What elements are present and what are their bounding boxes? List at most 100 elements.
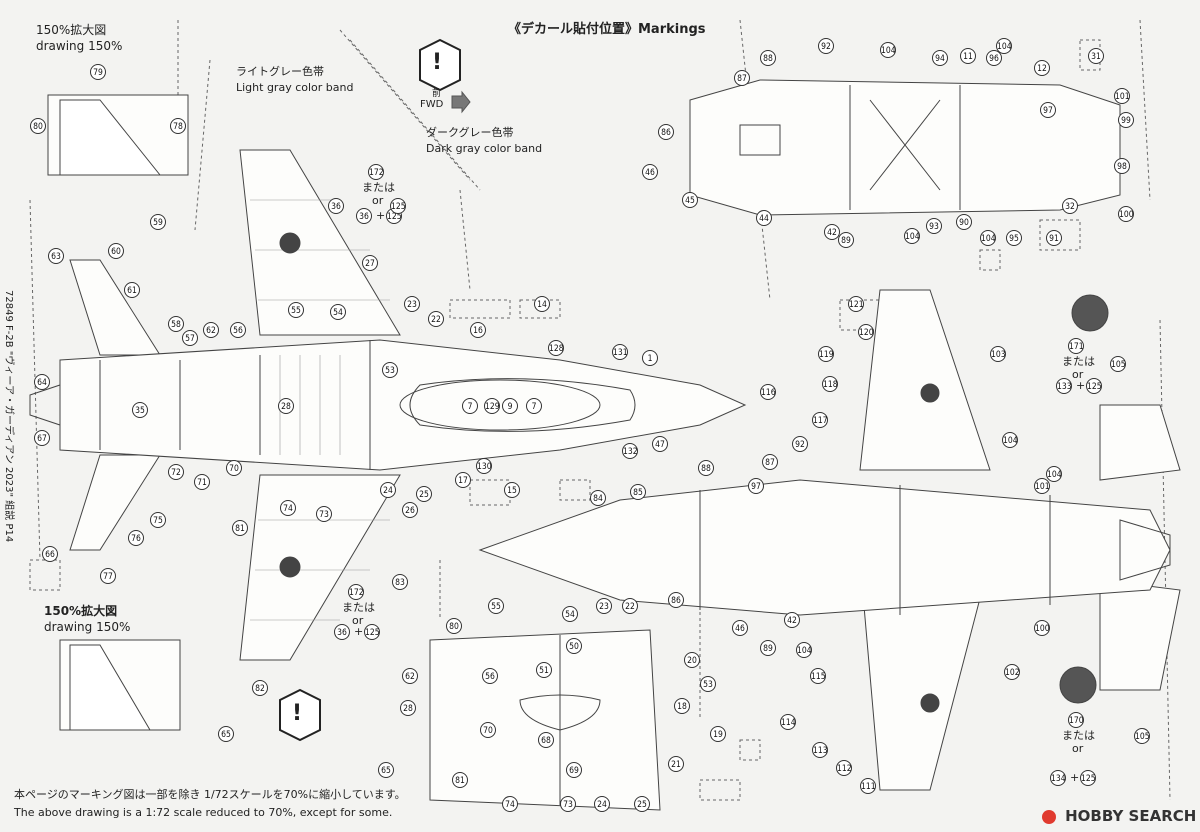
callout-badge: 98 [1114, 158, 1130, 174]
callout-badge: 132 [622, 443, 638, 459]
callout-badge: 80 [446, 618, 462, 634]
callout-badge: 74 [502, 796, 518, 812]
callout-badge: 118 [822, 376, 838, 392]
callout-badge: 47 [652, 436, 668, 452]
callout-badge: 25 [416, 486, 432, 502]
callout-badge: 88 [760, 50, 776, 66]
callout-badge: 20 [684, 652, 700, 668]
alt-right-bottom-or-en: or [1072, 742, 1084, 755]
dark-band-label-en: Dark gray color band [426, 142, 543, 155]
callout-badge: 84 [590, 490, 606, 506]
callout-badge: 89 [838, 232, 854, 248]
callout-badge: 25 [634, 796, 650, 812]
callout-badge: 53 [382, 362, 398, 378]
callout-badge: 102 [1004, 664, 1020, 680]
callout-badge: 64 [34, 374, 50, 390]
callout-badge: 100 [1118, 206, 1134, 222]
callout-badge: 114 [780, 714, 796, 730]
hobbysearch-logo: HOBBY SEARCH [1042, 806, 1196, 825]
callout-badge: 36 [334, 624, 350, 640]
callout-badge: 76 [128, 530, 144, 546]
alt-upper-or-jp: または [362, 181, 395, 194]
callout-badge: 11 [960, 48, 976, 64]
callout-badge: 54 [562, 606, 578, 622]
callout-badge: 24 [594, 796, 610, 812]
callout-badge: 104 [996, 38, 1012, 54]
callout-badge: 83 [392, 574, 408, 590]
footer-note-jp: 本ページのマーキング図は一部を除き 1/72スケールを70%に縮小しています。 [14, 788, 406, 801]
warning-icon-top: ! [432, 50, 443, 75]
callout-badge: 18 [674, 698, 690, 714]
callout-badge: 54 [330, 304, 346, 320]
callout-badge: 51 [536, 662, 552, 678]
callout-badge: 17 [455, 472, 471, 488]
callout-badge: 172 [348, 584, 364, 600]
callout-badge: 111 [860, 778, 876, 794]
callout-badge: 100 [1034, 620, 1050, 636]
callout-badge: 125 [1086, 378, 1102, 394]
footer-note-en: The above drawing is a 1:72 scale reduce… [14, 806, 393, 819]
callout-badge: 96 [986, 50, 1002, 66]
logo-mark-icon [1042, 809, 1056, 824]
page-title: 《デカール貼付位置》Markings [508, 22, 706, 37]
callout-badge: 70 [226, 460, 242, 476]
callout-badge: 97 [1040, 102, 1056, 118]
callout-badge: 86 [668, 592, 684, 608]
callout-badge: 73 [560, 796, 576, 812]
callout-badge: 90 [956, 214, 972, 230]
callout-badge: 42 [824, 224, 840, 240]
callout-badge: 101 [1114, 88, 1130, 104]
callout-badge: 85 [630, 484, 646, 500]
alt-right-top-or-en: or [1072, 368, 1084, 381]
callout-badge: 55 [288, 302, 304, 318]
callout-badge: 130 [476, 458, 492, 474]
callout-badge: 56 [230, 322, 246, 338]
callout-badge: 99 [1118, 112, 1134, 128]
callout-badge: 60 [108, 243, 124, 259]
callout-badge: 9 [502, 398, 518, 414]
callout-badge: 104 [980, 230, 996, 246]
callout-badge: 55 [488, 598, 504, 614]
callout-badge: 78 [170, 118, 186, 134]
callout-badge: 19 [710, 726, 726, 742]
alt-right-bottom-or-jp: または [1062, 729, 1095, 742]
callout-badge: 101 [1034, 478, 1050, 494]
callout-badge: 104 [1002, 432, 1018, 448]
fwd-label-en: FWD [420, 99, 444, 110]
callout-badge: 171 [1068, 338, 1084, 354]
callout-badge: 14 [534, 296, 550, 312]
callout-badge: 65 [218, 726, 234, 742]
callout-badge: 7 [462, 398, 478, 414]
callout-badge: 12 [1034, 60, 1050, 76]
callout-badge: 73 [316, 506, 332, 522]
callout-badge: 28 [278, 398, 294, 414]
callout-badge: 61 [124, 282, 140, 298]
callout-badge: 113 [812, 742, 828, 758]
callout-badge: 62 [402, 668, 418, 684]
callout-badge: 56 [482, 668, 498, 684]
callout-badge: 26 [402, 502, 418, 518]
light-band-label-jp: ライトグレー色帯 [236, 65, 324, 78]
callout-badge: 81 [452, 772, 468, 788]
callout-badge: 104 [904, 228, 920, 244]
callout-badge: 27 [362, 255, 378, 271]
callout-badge: 24 [380, 482, 396, 498]
alt-right-top-or-jp: または [1062, 355, 1095, 368]
zoom-bottom-label-jp: 150%拡大図 [44, 604, 118, 618]
callout-badge: 129 [484, 398, 500, 414]
logo-text: HOBBY SEARCH [1065, 807, 1197, 825]
callout-badge: 133 [1056, 378, 1072, 394]
callout-badge: 1 [642, 350, 658, 366]
alt-right-top-plus: + [1076, 379, 1086, 392]
alt-lower-plus: + [354, 625, 364, 638]
callout-badge: 115 [810, 668, 826, 684]
callout-badge: 103 [990, 346, 1006, 362]
callout-badge: 67 [34, 430, 50, 446]
callout-badge: 119 [818, 346, 834, 362]
callout-badge: 21 [668, 756, 684, 772]
callout-badge: 104 [796, 642, 812, 658]
callout-badge: 91 [1046, 230, 1062, 246]
callout-badge: 86 [658, 124, 674, 140]
callout-badge: 120 [858, 324, 874, 340]
callout-badge: 128 [548, 340, 564, 356]
